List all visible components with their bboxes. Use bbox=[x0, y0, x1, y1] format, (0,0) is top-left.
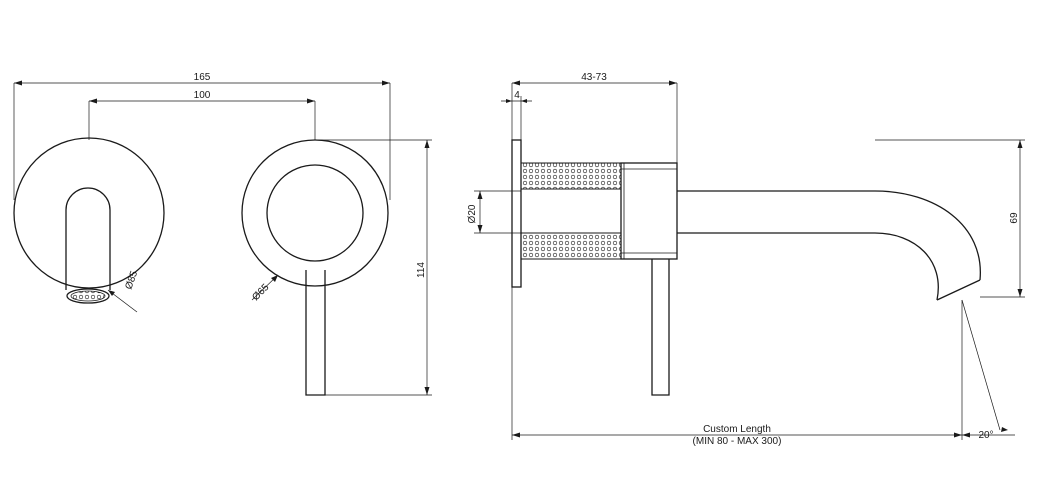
overall-width-label: 165 bbox=[194, 72, 211, 83]
side-spout bbox=[677, 190, 981, 301]
dim-handle-diameter: Ø65 bbox=[250, 274, 279, 303]
dim-plate-thickness: 4 bbox=[501, 90, 532, 140]
dim-spout-diameter: Ø85 bbox=[107, 269, 140, 313]
knurled-ring-bottom bbox=[520, 232, 622, 260]
valve-body bbox=[620, 162, 678, 260]
center-distance-label: 100 bbox=[194, 90, 211, 101]
dim-center-distance: 100 bbox=[88, 90, 316, 140]
body-diameter-label: Ø20 bbox=[467, 204, 478, 223]
spout-angle-label: 20° bbox=[978, 430, 993, 441]
knurled-ring-top bbox=[520, 162, 622, 190]
spout-outlet-edge bbox=[936, 279, 981, 301]
dim-custom-length: Custom Length (MIN 80 - MAX 300) bbox=[511, 287, 963, 447]
front-spout-rosette bbox=[13, 137, 165, 304]
dim-overall-width: 165 bbox=[13, 72, 391, 200]
custom-length-label: Custom Length bbox=[703, 424, 771, 435]
spout-height-label: 69 bbox=[1009, 212, 1020, 224]
plate-thickness-label: 4 bbox=[514, 90, 520, 101]
wall-plate bbox=[511, 139, 522, 288]
dim-spout-height: 69 bbox=[875, 139, 1025, 298]
dim-wall-depth: 43-73 bbox=[511, 72, 678, 163]
spout-rosette-outline bbox=[13, 137, 165, 289]
handle-lever bbox=[305, 270, 326, 396]
spout-body bbox=[65, 187, 111, 290]
handle-rosette-outline bbox=[241, 139, 389, 287]
dim-body-diameter: Ø20 bbox=[467, 190, 521, 234]
spout-diameter-label: Ø85 bbox=[123, 269, 140, 291]
dim-height: 114 bbox=[315, 139, 432, 396]
height-label: 114 bbox=[416, 262, 427, 278]
spout-outlet bbox=[66, 288, 110, 304]
wall-depth-label: 43-73 bbox=[581, 72, 607, 83]
handle-cap bbox=[266, 164, 364, 262]
front-handle-rosette bbox=[241, 139, 389, 396]
handle-diameter-label: Ø65 bbox=[250, 282, 271, 303]
spout-aerator bbox=[70, 290, 106, 302]
custom-length-range: (MIN 80 - MAX 300) bbox=[693, 436, 782, 447]
side-view bbox=[511, 139, 981, 396]
dim-spout-angle: 20° bbox=[961, 299, 1015, 441]
side-lever bbox=[651, 259, 670, 396]
